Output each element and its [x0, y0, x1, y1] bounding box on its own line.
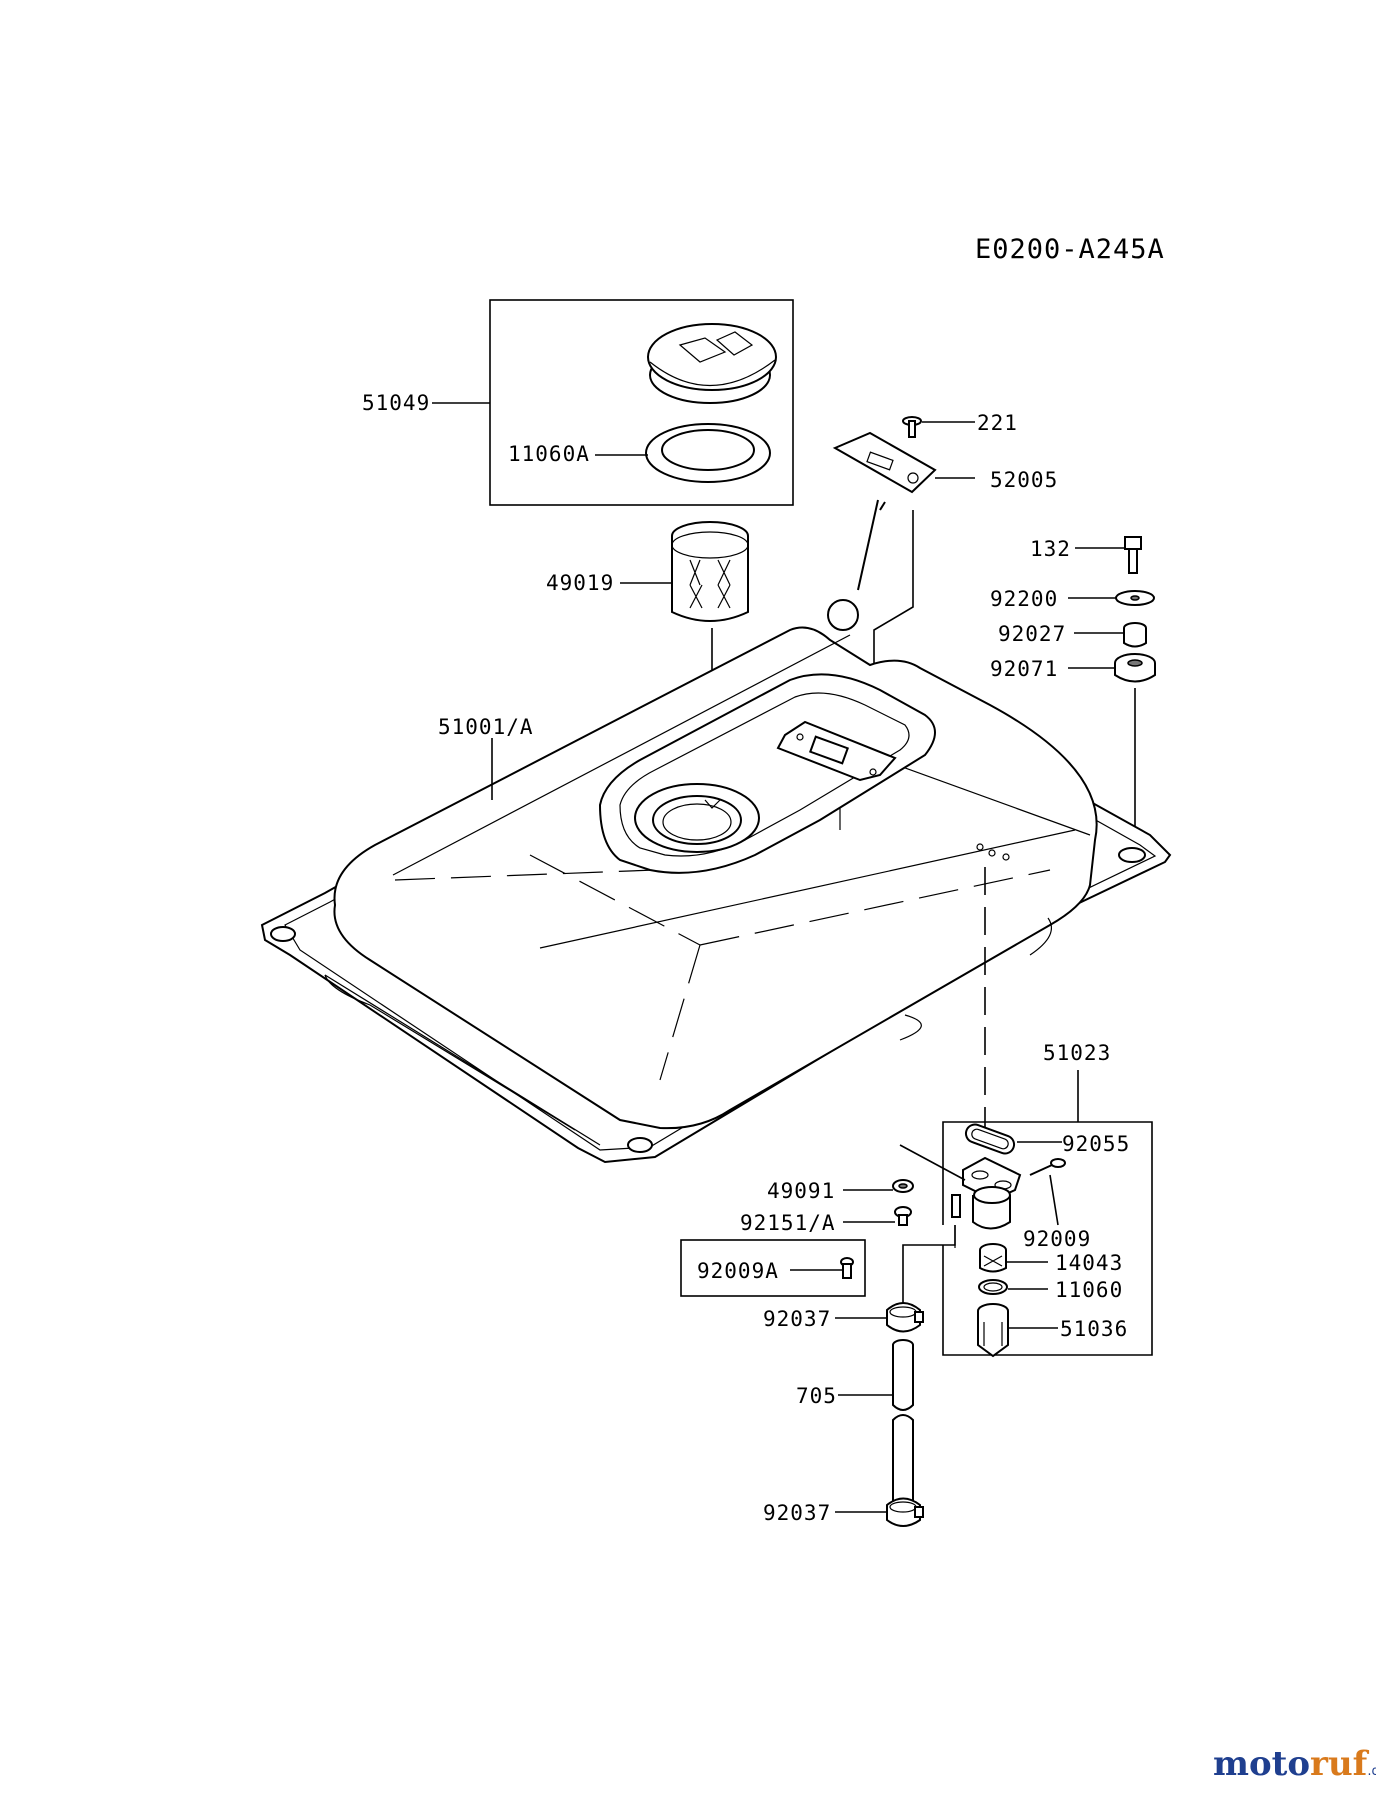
screw-92009-icon [1029, 1158, 1066, 1176]
fuel-gauge-icon [827, 431, 937, 631]
watermark-logo: motoruf.de [1213, 1744, 1376, 1784]
screw-92009A-group: 92009A [680, 1239, 866, 1297]
label-52005: 52005 [990, 468, 1058, 492]
label-51049: 51049 [362, 391, 430, 415]
bolt-92151A-icon [894, 1206, 912, 1226]
fuel-cap-icon [647, 323, 777, 404]
label-14043: 14043 [1055, 1251, 1123, 1275]
screw-221-icon [902, 416, 922, 438]
label-92027: 92027 [998, 622, 1066, 646]
label-92151A: 92151/A [740, 1211, 836, 1235]
label-705: 705 [796, 1384, 837, 1408]
label-92200: 92200 [990, 587, 1058, 611]
watermark-suffix: .de [1367, 1764, 1376, 1779]
screw-92009A-box [680, 1239, 866, 1297]
fuel-cock-group-box [942, 1070, 1153, 1356]
svg-text:motoruf.de: motoruf.de [1213, 1744, 1376, 1784]
watermark-part2: ruf [1310, 1744, 1370, 1784]
diagram-code: E0200-A245A [975, 234, 1165, 265]
label-92009: 92009 [1023, 1227, 1091, 1251]
nut-49091-icon [892, 1179, 914, 1193]
cap-gasket-icon [645, 423, 771, 483]
cock-leader-line [899, 1144, 966, 1181]
label-92037-lower: 92037 [763, 1501, 831, 1525]
clamp-92037-lower-icon [886, 1497, 924, 1527]
fuel-hose-705-icon [892, 1339, 914, 1506]
label-11060: 11060 [1055, 1278, 1123, 1302]
label-49019: 49019 [546, 571, 614, 595]
fuel-cup-51036-icon [977, 1303, 1009, 1358]
fuel-tank-icon [260, 626, 1172, 1164]
label-92037-upper: 92037 [763, 1307, 831, 1331]
collar-92027-icon [1123, 622, 1147, 648]
o-ring-92055-icon [964, 1123, 1016, 1155]
label-51036: 51036 [1060, 1317, 1128, 1341]
fuel-cap-group [432, 299, 794, 506]
label-132: 132 [1030, 537, 1071, 561]
watermark-part1: moto [1213, 1744, 1310, 1784]
label-92009A: 92009A [697, 1259, 779, 1283]
damper-92071-icon [1114, 653, 1156, 683]
o-ring-11060-icon [978, 1279, 1008, 1295]
clamp-92037-upper-icon [886, 1302, 924, 1333]
bolt-132-icon [1124, 536, 1142, 574]
fuel-cock-icon [951, 1156, 1022, 1248]
strainer-14043-icon [979, 1243, 1007, 1273]
label-221: 221 [977, 411, 1018, 435]
label-92055: 92055 [1062, 1132, 1130, 1156]
washer-92200-icon [1115, 590, 1155, 606]
screw-92009A-icon [840, 1257, 854, 1279]
label-92071: 92071 [990, 657, 1058, 681]
label-51023: 51023 [1043, 1041, 1111, 1065]
hose-axis-line [902, 1225, 956, 1305]
leader-92009 [1049, 1174, 1059, 1226]
label-11060A: 11060A [508, 442, 590, 466]
label-49091: 49091 [767, 1179, 835, 1203]
fuel-strainer-icon [671, 521, 749, 622]
label-51001A: 51001/A [438, 715, 534, 739]
